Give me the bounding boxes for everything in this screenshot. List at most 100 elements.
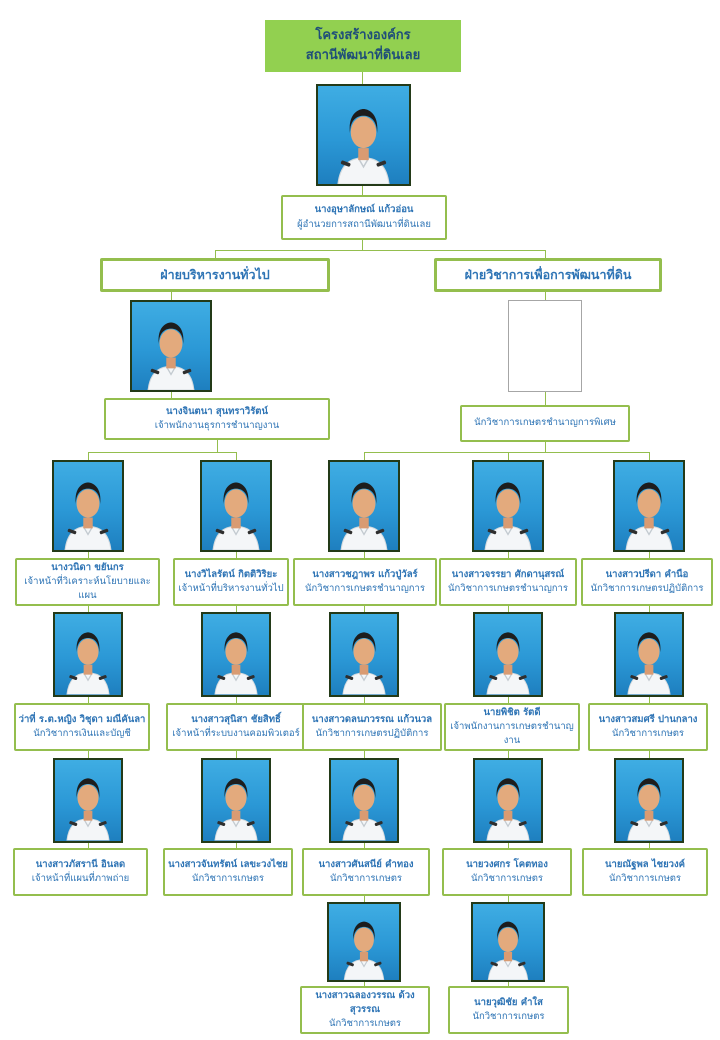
person-name: นายพิชิต รัตดี bbox=[483, 706, 541, 718]
vacant-photo-placeholder bbox=[508, 300, 582, 392]
person-name: นางสาวสมศรี ปานกลาง bbox=[598, 713, 698, 725]
org-node-academic-head: นักวิชาการเกษตรชำนาญการพิเศษ bbox=[460, 405, 630, 442]
person-name: ว่าที่ ร.ต.หญิง วิชุดา มณีคันลา bbox=[18, 713, 146, 725]
connector-line bbox=[545, 442, 546, 452]
org-node: นางสาวศันสนีย์ คำทอง นักวิชาการเกษตร bbox=[302, 848, 430, 896]
branch-admin-box: ฝ่ายบริหารงานทั่วไป bbox=[100, 258, 330, 292]
org-node: นางสาวดลนภวรรณ แก้วนวล นักวิชาการเกษตรปฏ… bbox=[302, 703, 442, 751]
person-position: เจ้าหน้าที่บริหารงานทั่วไป bbox=[178, 583, 284, 594]
person-position: เจ้าพนักงานธุรการชำนาญงาน bbox=[154, 420, 280, 431]
connector-line bbox=[649, 843, 650, 848]
org-node: นางสาวจันทรัตน์ เลขะวงไชย นักวิชาการเกษต… bbox=[163, 848, 293, 896]
chart-title-line1: โครงสร้างองค์กร bbox=[315, 27, 411, 43]
person-position: นักวิชาการเงินและบัญชี bbox=[33, 728, 131, 739]
person-position: นักวิชาการเกษตร bbox=[611, 728, 685, 739]
person-name: นางสาวภัสรานี อินลด bbox=[35, 858, 126, 870]
connector-line bbox=[88, 843, 89, 848]
person-position: นักวิชาการเกษตร bbox=[191, 873, 265, 884]
connector-line bbox=[364, 606, 365, 612]
connector-line bbox=[236, 843, 237, 848]
connector-line bbox=[88, 606, 89, 612]
portrait-photo bbox=[201, 612, 271, 697]
connector-line bbox=[88, 751, 89, 758]
admin-head-portrait-photo bbox=[130, 300, 212, 392]
connector-line bbox=[508, 606, 509, 612]
org-node: นางสาวภัสรานี อินลด เจ้าหน้าที่แผนที่ภาพ… bbox=[13, 848, 148, 896]
portrait-photo bbox=[473, 758, 543, 843]
connector-line bbox=[649, 452, 650, 460]
person-name: นางสาวปรีดา คำนือ bbox=[605, 568, 689, 580]
org-node: นางสาวสุนิสา ชัยสิทธิ์ เจ้าหน้าที่ระบบงา… bbox=[166, 703, 306, 751]
person-position: นักวิชาการเกษตร bbox=[608, 873, 682, 884]
connector-line bbox=[508, 552, 509, 558]
portrait-photo bbox=[473, 612, 543, 697]
org-node-admin-head: นางจินตนา สุนทราวิรัตน์ เจ้าพนักงานธุรกา… bbox=[104, 398, 330, 440]
portrait-photo bbox=[329, 758, 399, 843]
connector-line bbox=[545, 250, 546, 258]
person-position: ผู้อำนวยการสถานีพัฒนาที่ดินเลย bbox=[297, 218, 431, 230]
person-position: นักวิชาการเกษตรชำนาญการพิเศษ bbox=[474, 417, 616, 429]
connector-line bbox=[508, 982, 509, 986]
person-position: เจ้าพนักงานการเกษตรชำนาญงาน bbox=[450, 720, 574, 747]
person-name: นางวนิดา ขยันกร bbox=[51, 561, 124, 573]
portrait-photo bbox=[472, 460, 544, 552]
person-name: นางสาวศันสนีย์ คำทอง bbox=[318, 858, 414, 870]
branch-academic-box: ฝ่ายวิชาการเพื่อการพัฒนาที่ดิน bbox=[434, 258, 662, 292]
org-node: นายพิชิต รัตดี เจ้าพนักงานการเกษตรชำนาญง… bbox=[444, 703, 580, 751]
connector-line bbox=[364, 452, 649, 453]
portrait-photo bbox=[53, 612, 123, 697]
connector-line bbox=[508, 896, 509, 902]
connector-line bbox=[171, 392, 172, 398]
connector-line bbox=[364, 896, 365, 902]
person-position: นักวิชาการเกษตร bbox=[472, 1011, 545, 1022]
org-node: นางสาวฉลองวรรณ ด้วงสุวรรณ นักวิชาการเกษต… bbox=[300, 986, 430, 1034]
person-name: นายวุฒิชัย คำใส bbox=[474, 996, 543, 1008]
org-node: นางสาวสมศรี ปานกลาง นักวิชาการเกษตร bbox=[588, 703, 708, 751]
portrait-photo bbox=[614, 612, 684, 697]
person-name: นายวงศกร โคตทอง bbox=[466, 858, 548, 870]
person-name: นางสาวจรรยา ศักดานุสรณ์ bbox=[451, 568, 565, 580]
connector-line bbox=[545, 292, 546, 300]
portrait-photo bbox=[327, 902, 401, 982]
person-position: นักวิชาการเกษตรชำนาญการ bbox=[305, 583, 425, 594]
org-node: นางวิไลรัตน์ กิตติวิริยะ เจ้าหน้าที่บริห… bbox=[173, 558, 289, 606]
connector-line bbox=[217, 440, 218, 452]
connector-line bbox=[364, 452, 365, 460]
connector-line bbox=[508, 843, 509, 848]
portrait-photo bbox=[53, 758, 123, 843]
connector-line bbox=[364, 843, 365, 848]
org-node: นายณัฐพล ไชยวงค์ นักวิชาการเกษตร bbox=[582, 848, 708, 896]
portrait-photo bbox=[200, 460, 272, 552]
chart-title-line2: สถานีพัฒนาที่ดินเลย bbox=[305, 48, 421, 63]
connector-line bbox=[364, 982, 365, 986]
person-position: นักวิชาการเกษตร bbox=[470, 873, 544, 884]
portrait-photo bbox=[614, 758, 684, 843]
connector-line bbox=[362, 240, 363, 250]
person-name: นางสาวฉลองวรรณ ด้วงสุวรรณ bbox=[315, 989, 415, 1015]
portrait-photo bbox=[613, 460, 685, 552]
org-node: นางสาวจรรยา ศักดานุสรณ์ นักวิชาการเกษตรช… bbox=[439, 558, 577, 606]
connector-line bbox=[88, 697, 89, 703]
chart-title-box: โครงสร้างองค์กร สถานีพัฒนาที่ดินเลย bbox=[265, 20, 461, 72]
person-name: นางสาวดลนภวรรณ แก้วนวล bbox=[311, 713, 433, 725]
portrait-photo bbox=[329, 612, 399, 697]
director-portrait-photo bbox=[316, 84, 411, 186]
person-name: นางวิไลรัตน์ กิตติวิริยะ bbox=[184, 568, 278, 580]
connector-line bbox=[364, 697, 365, 703]
portrait-photo bbox=[328, 460, 400, 552]
org-node: ว่าที่ ร.ต.หญิง วิชุดา มณีคันลา นักวิชาก… bbox=[14, 703, 150, 751]
connector-line bbox=[236, 751, 237, 758]
connector-line bbox=[88, 552, 89, 558]
connector-line bbox=[236, 452, 237, 460]
org-node-director: นางอุษาลักษณ์ แก้วอ่อน ผู้อำนวยการสถานีพ… bbox=[281, 195, 447, 240]
connector-line bbox=[88, 452, 236, 453]
connector-line bbox=[649, 751, 650, 758]
connector-line bbox=[649, 606, 650, 612]
connector-line bbox=[215, 250, 216, 258]
connector-line bbox=[364, 751, 365, 758]
person-position: นักวิชาการเกษตรปฏิบัติการ bbox=[590, 583, 704, 594]
connector-line bbox=[236, 606, 237, 612]
org-node: นายวุฒิชัย คำใส นักวิชาการเกษตร bbox=[448, 986, 569, 1034]
connector-line bbox=[545, 392, 546, 405]
